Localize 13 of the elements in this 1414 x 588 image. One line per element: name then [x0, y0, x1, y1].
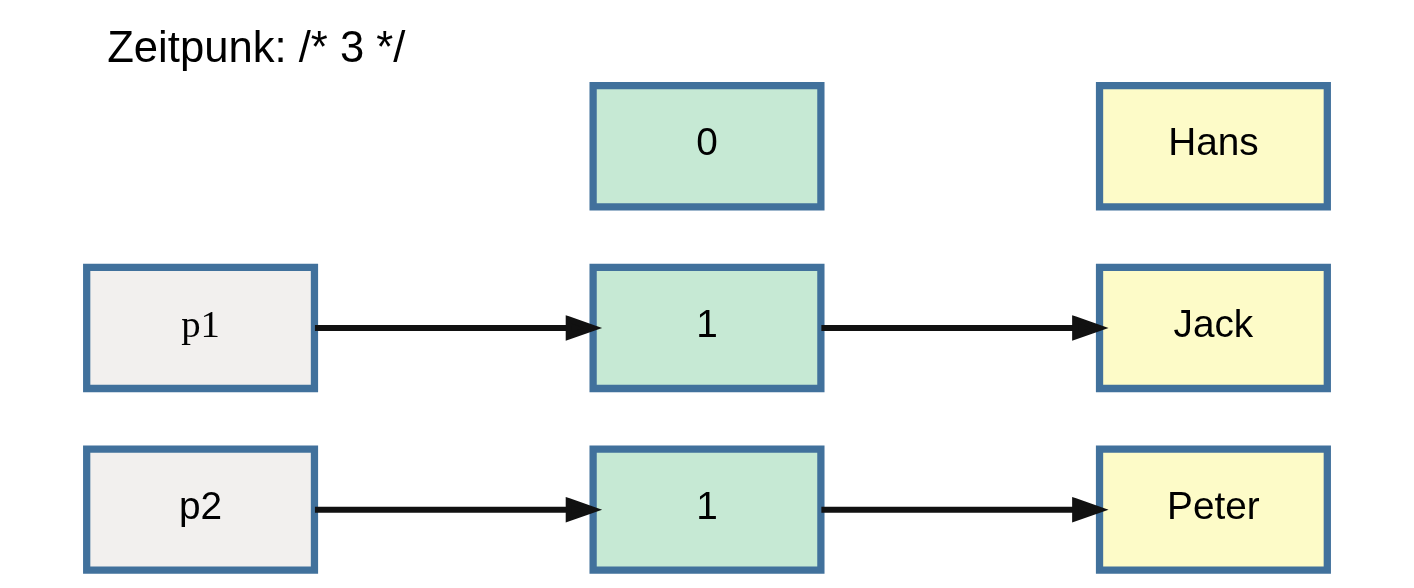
arrow — [821, 496, 1109, 523]
node-box: Jack — [1095, 263, 1331, 393]
node-box: 0 — [589, 82, 825, 211]
node-box: 1 — [589, 263, 825, 393]
node-box: Peter — [1095, 445, 1331, 574]
arrow — [314, 496, 603, 523]
diagram-title: Zeitpunk: /* 3 */ — [107, 23, 406, 72]
node-box: p1 — [83, 263, 319, 393]
node-box: Hans — [1095, 82, 1331, 211]
arrow — [821, 315, 1109, 341]
node-box: p2 — [83, 445, 319, 574]
arrow — [314, 315, 603, 341]
node-box: 1 — [589, 445, 825, 574]
